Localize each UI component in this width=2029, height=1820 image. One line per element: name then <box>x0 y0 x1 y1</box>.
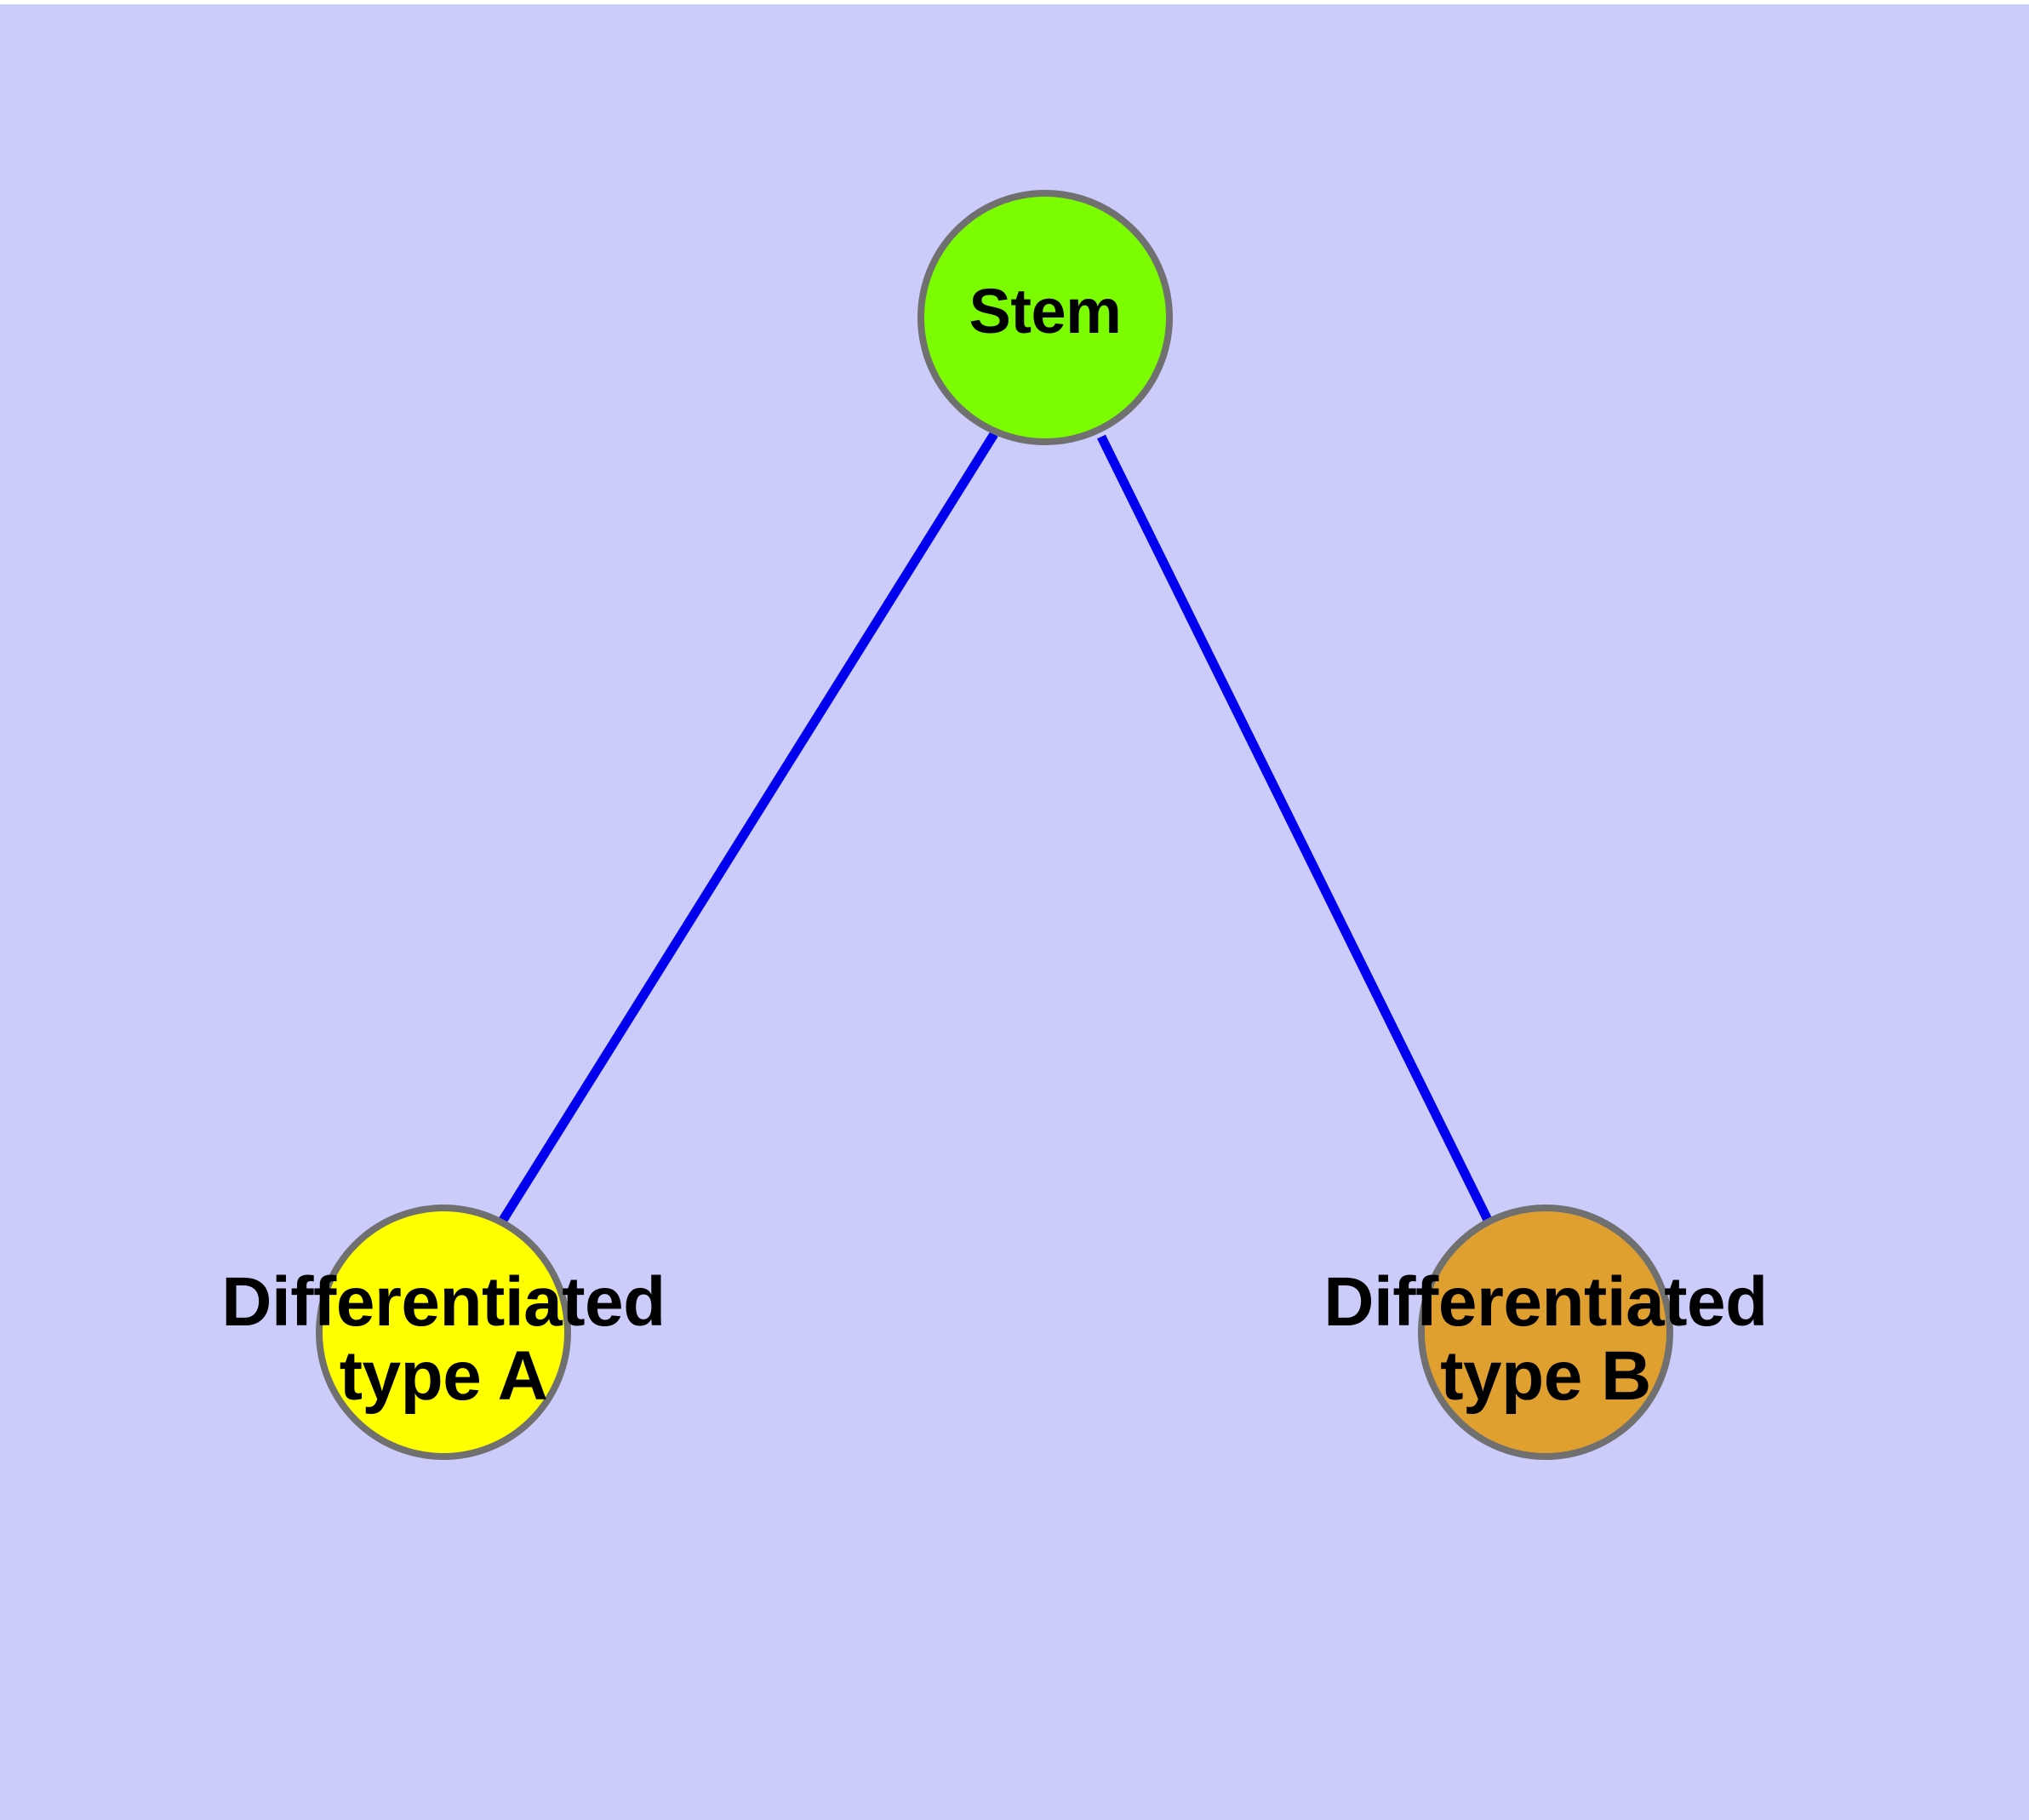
node-stem-circle[interactable] <box>917 190 1173 445</box>
edge-stem-to-diff-a[interactable] <box>496 432 998 1227</box>
node-diff-a-circle[interactable] <box>316 1205 571 1460</box>
edge-layer <box>496 432 1494 1227</box>
node-layer <box>316 190 1673 1460</box>
node-diff-b-circle[interactable] <box>1418 1205 1673 1460</box>
edge-stem-to-diff-b[interactable] <box>1097 434 1494 1226</box>
